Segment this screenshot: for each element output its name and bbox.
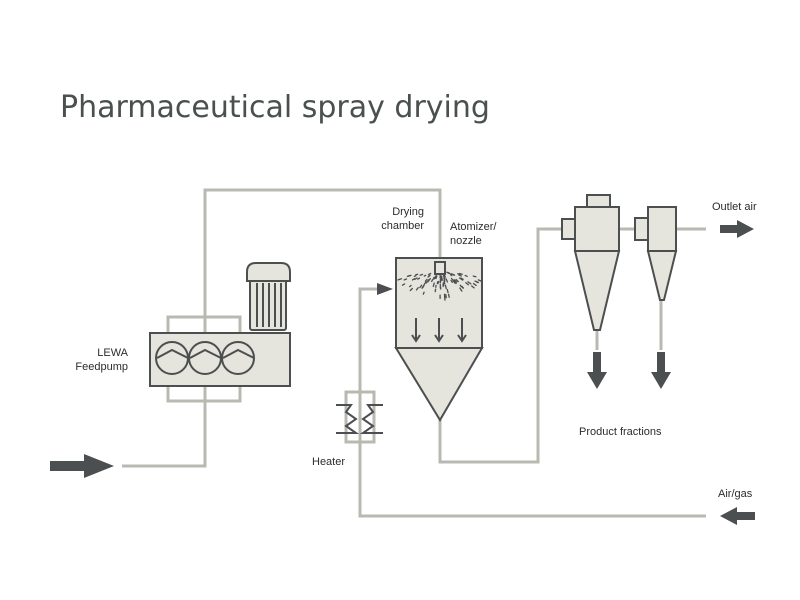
spray-droplet (419, 273, 424, 276)
spray-droplet (449, 274, 453, 277)
spray-droplet (467, 281, 472, 285)
cyclone-icon (561, 194, 621, 331)
spray-droplet (459, 287, 463, 292)
spray-droplet (401, 283, 406, 286)
spray-droplet (407, 274, 411, 277)
spray-droplet (414, 277, 418, 280)
cyclone-2-cone (646, 250, 678, 301)
arrows (50, 220, 755, 525)
atomizer-label-line1: Atomizer/ (450, 221, 497, 233)
feed-pipe (122, 188, 442, 468)
spray-droplet (447, 293, 450, 298)
drying-chamber-label-line1: Drying (392, 206, 424, 218)
spray-droplet (445, 278, 449, 283)
spray-droplet (424, 278, 428, 282)
spray-droplet (427, 272, 432, 276)
feedpump-label-line2: Feedpump (75, 361, 128, 373)
spray-droplet (403, 278, 408, 281)
spray-droplet (409, 287, 413, 292)
atomizer-nozzle-icon (434, 261, 446, 275)
outlet-air-label: Outlet air (712, 201, 757, 213)
spray-droplet (417, 277, 421, 280)
product-arrow-2 (651, 352, 671, 389)
spray-droplet (423, 281, 427, 285)
flow-arrows (411, 318, 467, 343)
air-pipe (358, 287, 706, 518)
spray-droplet (460, 277, 464, 280)
feed-inlet-arrow (50, 454, 114, 478)
spray-droplet (423, 274, 427, 277)
spray-droplet (397, 278, 403, 281)
spray-droplet (461, 285, 465, 289)
heater-body (344, 390, 376, 444)
chamber-to-cyclone-pipe (438, 227, 562, 464)
spray-droplet (452, 273, 456, 276)
spray-droplet (443, 277, 446, 282)
spray-droplet (433, 276, 437, 280)
spray-droplet (452, 280, 456, 284)
spray-droplet (472, 282, 477, 287)
spray-droplet (435, 275, 438, 280)
pipes (122, 188, 706, 518)
spray-droplet (425, 279, 430, 284)
air-gas-label: Air/gas (718, 488, 753, 500)
product-fractions-label: Product fractions (579, 426, 662, 438)
pump-icon (155, 341, 255, 375)
spray-droplet (457, 273, 461, 276)
spray-droplet (419, 284, 423, 289)
spray-droplet (455, 278, 459, 283)
air-gas-inlet-arrow (720, 507, 755, 525)
cyclone-1-body (574, 206, 620, 252)
spray-droplet (453, 279, 456, 282)
spray-droplet (421, 284, 425, 289)
spray-droplet (458, 272, 463, 275)
spray-droplet (432, 282, 435, 288)
heated-air-arrow (377, 283, 393, 295)
drying-chamber (394, 257, 484, 422)
spray-droplet (442, 273, 445, 277)
spray-droplet (431, 279, 434, 283)
spray-droplet (413, 275, 417, 278)
spray-droplet (472, 275, 477, 278)
spray-droplet (475, 280, 480, 284)
spray-droplet (458, 274, 462, 277)
spray-droplet (440, 275, 443, 281)
atomizer-label-line2: nozzle (450, 235, 482, 247)
feedpump (149, 262, 291, 387)
spray-droplet (465, 282, 470, 286)
spray-droplet (415, 273, 419, 276)
motor-icon (246, 262, 291, 331)
spray-droplet (450, 279, 453, 283)
spray-droplet (409, 284, 412, 288)
cyclone-icon (634, 206, 678, 301)
spray-droplet (471, 285, 475, 289)
spray-pattern (397, 271, 483, 301)
spray-droplet (446, 288, 449, 294)
labels: LEWA Feedpump Drying chamber Atomizer/ n… (75, 201, 757, 500)
spray-droplet (477, 279, 483, 283)
cyclone-2-inlet (634, 217, 650, 241)
chamber-cone (394, 347, 484, 422)
page-title: Pharmaceutical spray drying (60, 90, 490, 125)
drying-chamber-label-line2: chamber (381, 220, 424, 232)
product-arrow-1 (587, 352, 607, 389)
spray-droplet (422, 291, 425, 295)
feedpump-label-line1: LEWA (97, 347, 128, 359)
spray-droplet (458, 277, 464, 281)
spray-droplet (432, 276, 435, 280)
cyclone-1-inlet (561, 218, 576, 240)
heat-exchanger-icon (336, 404, 383, 434)
cyclone-2-body (647, 206, 677, 252)
spray-droplet (411, 278, 416, 281)
outlet-air-arrow (720, 220, 754, 238)
spray-droplet (427, 274, 431, 278)
spray-droplet (464, 274, 468, 277)
spray-droplet (447, 272, 451, 275)
heater-label: Heater (312, 456, 345, 468)
spray-droplet (415, 287, 419, 291)
cyclone-1-cone (573, 250, 621, 331)
spray-droplet (444, 284, 447, 290)
